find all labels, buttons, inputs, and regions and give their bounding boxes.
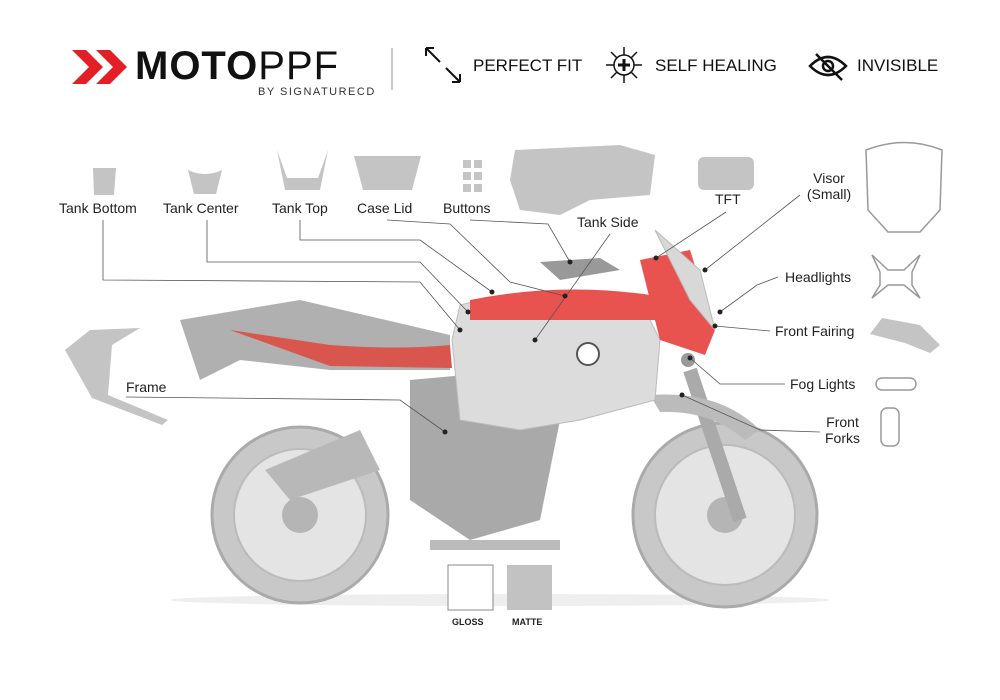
tank-side-thumb <box>510 145 655 215</box>
label-tank-side: Tank Side <box>577 214 639 230</box>
label-tank-bottom: Tank Bottom <box>59 200 137 216</box>
logo-mark <box>72 50 127 84</box>
brand-name: MOTOPPF <box>135 44 340 88</box>
headlights-thumb <box>871 254 921 299</box>
leader-lines <box>102 194 821 433</box>
label-tank-top: Tank Top <box>272 200 328 216</box>
front-forks-thumb <box>880 407 900 447</box>
front-fairing-thumb <box>870 318 940 353</box>
tank-top-thumb <box>277 150 328 190</box>
self-healing-icon <box>606 47 642 83</box>
motorcycle <box>170 229 830 609</box>
label-buttons: Buttons <box>443 200 491 216</box>
label-fog-lights: Fog Lights <box>790 376 856 392</box>
gloss-label: GLOSS <box>452 617 484 627</box>
fog-lights-thumb <box>875 377 917 391</box>
feature-invisible: INVISIBLE <box>857 56 939 75</box>
brand-byline: BY SIGNATURECD <box>258 86 376 98</box>
visor-thumb <box>865 141 943 233</box>
label-front-fairing: Front Fairing <box>775 323 855 339</box>
label-tank-center: Tank Center <box>163 200 239 216</box>
buttons-thumb <box>463 160 482 192</box>
label-headlights: Headlights <box>785 269 852 285</box>
label-visor: Visor(Small) <box>806 170 852 202</box>
part-thumbnails <box>65 141 943 447</box>
tft-thumb <box>698 157 754 190</box>
expand-arrows-icon <box>425 47 461 83</box>
matte-swatch <box>507 565 552 610</box>
gloss-swatch <box>447 564 494 611</box>
matte-label: MATTE <box>512 617 543 627</box>
feature-perfect-fit: PERFECT FIT <box>473 56 583 75</box>
frame-thumb <box>65 328 168 425</box>
label-tft: TFT <box>715 191 741 207</box>
label-frame: Frame <box>126 379 167 395</box>
case-lid-thumb <box>354 156 421 190</box>
feature-self-healing: SELF HEALING <box>655 56 777 75</box>
tank-center-thumb <box>188 170 222 194</box>
eye-slash-icon <box>808 53 848 81</box>
tank-bottom-thumb <box>93 168 116 195</box>
leader-dots <box>442 255 723 435</box>
label-case-lid: Case Lid <box>357 200 413 216</box>
